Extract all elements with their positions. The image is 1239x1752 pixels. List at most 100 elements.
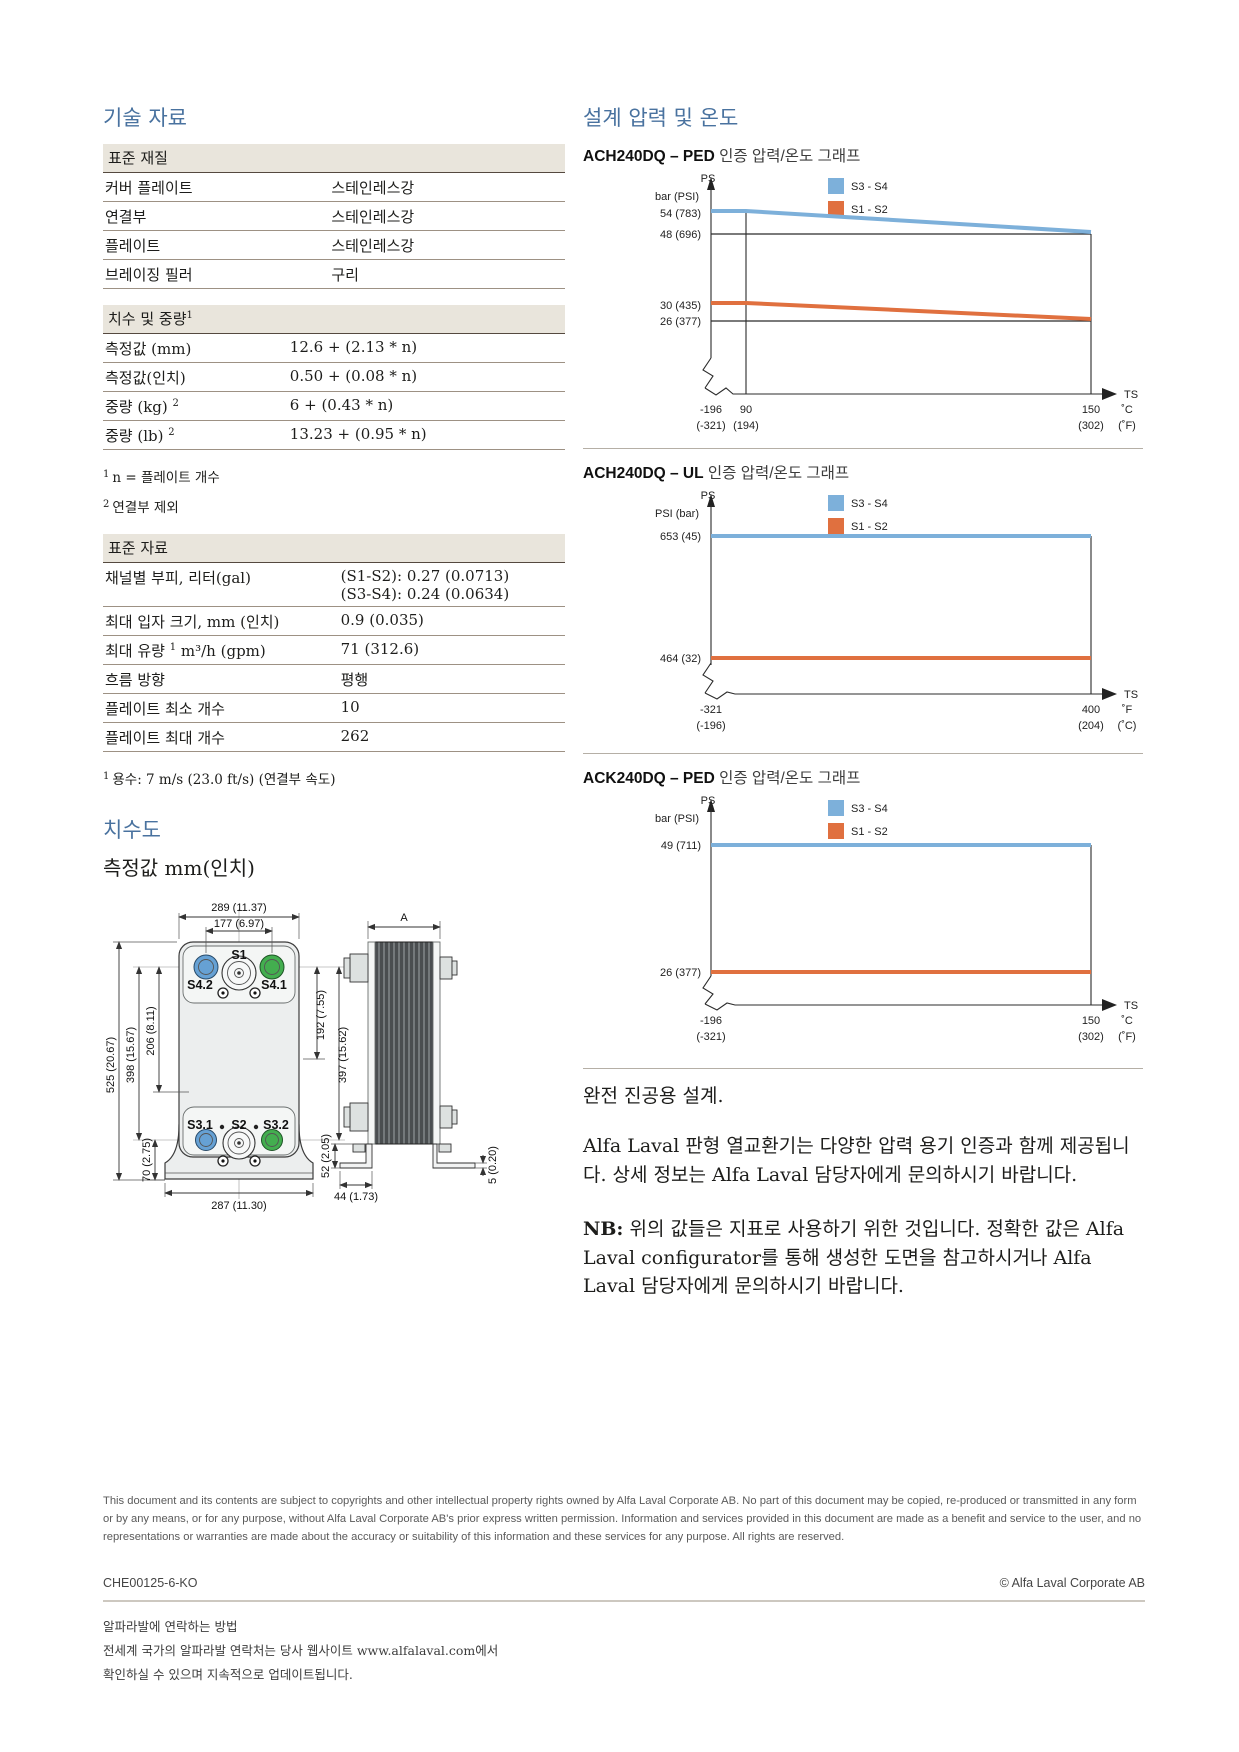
row-value: 0.9 (0.035) xyxy=(338,606,565,636)
x-tick-label: 150 xyxy=(1082,404,1100,416)
legend-label-s3-s4: S3 - S4 xyxy=(851,181,888,193)
table-row: 플레이트 최소 개수 10 xyxy=(103,693,565,723)
pressure-temperature-plot: PS bar (PSI) S3 - S4 S1 - S2 49 (711) 26… xyxy=(655,795,1138,1043)
row-label: 플레이트 최대 개수 xyxy=(103,722,339,752)
row-label: 플레이트 xyxy=(103,230,330,260)
row-label: 브레이징 필러 xyxy=(103,259,330,289)
y-tick-label: 54 (783) xyxy=(660,208,701,220)
dimension-drawing: S1 S4.2 S4.1 S3.1 S2 S3.2 289 (11.37) 17… xyxy=(105,902,499,1212)
y-axis-title: PS xyxy=(701,173,716,185)
x-tick-label: 150 xyxy=(1082,1015,1100,1027)
x-axis-arrow xyxy=(1102,388,1117,400)
label-text: 최대 유량 xyxy=(105,642,165,660)
chart-title-rest: 인증 압력/온도 그래프 xyxy=(703,465,850,482)
x-tick-label: (194) xyxy=(733,420,759,432)
header-text: 치수 및 중량 xyxy=(108,310,187,328)
x-axis-unit-secondary: (˚F) xyxy=(1118,1031,1136,1043)
footnote-marker: 1 xyxy=(103,468,110,480)
chart-model: ACH240DQ – UL xyxy=(583,465,704,482)
table-row: 최대 유량 1 m³/h (gpm) 71 (312.6) xyxy=(103,635,565,665)
y-axis-arrow xyxy=(707,799,715,812)
axis-break xyxy=(702,975,714,1005)
row-value: 평행 xyxy=(338,664,565,694)
front-dimensions: 289 (11.37) 177 (6.97) 525 (20.67) 398 (… xyxy=(105,902,349,1212)
pressure-temperature-plot: PS bar (PSI) S3 - S4 S1 - S2 54 (783) 48… xyxy=(655,173,1138,432)
row-label: 중량 (lb) 2 xyxy=(103,420,288,450)
y-tick-label: 48 (696) xyxy=(660,229,701,241)
series-s3-s4-line xyxy=(711,209,1092,234)
connection-stub xyxy=(439,1105,453,1129)
table-row: 측정값 (mm) 12.6 + (2.13 * n) xyxy=(103,333,565,363)
document-code: CHE00125-6-KO xyxy=(103,1576,198,1591)
materials-table: 표준 재질 커버 플레이트 스테인레스강 연결부 스테인레스강 플레이트 스테인… xyxy=(103,144,565,289)
copyright-notice: © Alfa Laval Corporate AB xyxy=(999,1576,1145,1591)
connection-stub xyxy=(349,1102,369,1132)
row-value: (S1-S2): 0.27 (0.0713) (S3-S4): 0.24 (0.… xyxy=(338,562,565,607)
nb-text: 위의 값들은 지표로 사용하기 위한 것입니다. 정확한 값은 Alfa Lav… xyxy=(583,1218,1125,1297)
x-axis-unit-secondary: (˚F) xyxy=(1118,420,1136,432)
x-axis-arrow xyxy=(1102,688,1117,700)
row-value: 6 + (0.43 * n) xyxy=(287,391,565,421)
y-axis-arrow xyxy=(707,494,715,507)
port-s3-2 xyxy=(261,1129,283,1151)
chart-title: ACH240DQ – PED 인증 압력/온도 그래프 xyxy=(583,144,1143,166)
side-dimensions: A 52 (2.05) 44 (1.73) 5 (0.20) xyxy=(320,912,499,1203)
x-axis-title: TS xyxy=(1124,389,1138,401)
row-label: 측정값 (mm) xyxy=(103,333,288,363)
chart-title: ACK240DQ – PED 인증 압력/온도 그래프 xyxy=(583,766,1143,788)
contact-line: 확인하실 수 있으며 지속적으로 업데이트됩니다. xyxy=(103,1666,353,1682)
vacuum-design-note: 완전 진공용 설계. xyxy=(583,1085,724,1107)
x-tick-label: 90 xyxy=(740,404,752,416)
table-row: 채널별 부피, 리터(gal) (S1-S2): 0.27 (0.0713) (… xyxy=(103,562,565,607)
x-tick-label: (-321) xyxy=(696,1031,725,1043)
table-row: 플레이트 최대 개수 262 xyxy=(103,722,565,752)
side-view xyxy=(339,941,476,1169)
label-superscript: 1 xyxy=(169,642,177,653)
table-row: 중량 (kg) 2 6 + (0.43 * n) xyxy=(103,391,565,421)
legend-swatch-s3-s4 xyxy=(828,495,844,511)
table-row: 연결부 스테인레스강 xyxy=(103,201,565,231)
table-row: 측정값(인치) 0.50 + (0.08 * n) xyxy=(103,362,565,392)
y-axis-arrow xyxy=(707,177,715,190)
x-tick-label: 400 xyxy=(1082,704,1100,716)
x-axis xyxy=(704,387,1103,396)
dim-label-289: 289 (11.37) xyxy=(211,902,266,914)
row-value: 스테인레스강 xyxy=(329,201,565,231)
dim-label-287: 287 (11.30) xyxy=(211,1200,266,1212)
document-code-row: CHE00125-6-KO © Alfa Laval Corporate AB xyxy=(103,1576,1145,1590)
x-axis-unit-secondary: (˚C) xyxy=(1118,720,1137,732)
legend-swatch-s1-s2 xyxy=(828,201,844,217)
legend-label-s3-s4: S3 - S4 xyxy=(851,498,888,510)
certifications-paragraph: Alfa Laval 판형 열교환기는 다양한 압력 용기 인증과 함께 제공됩… xyxy=(583,1135,1130,1186)
materials-table-header: 표준 재질 xyxy=(103,144,565,173)
contact-title: 알파라발에 연락하는 방법 xyxy=(103,1619,238,1635)
x-axis-unit-primary: ˚C xyxy=(1121,404,1133,416)
row-value: 13.23 + (0.95 * n) xyxy=(287,420,565,450)
dim-label-177: 177 (6.97) xyxy=(214,918,264,930)
row-value: 10 xyxy=(338,693,565,723)
footnote-text: n = 플레이트 개수 xyxy=(112,470,220,486)
dim-label-52: 52 (2.05) xyxy=(320,1134,332,1178)
dim-label-44: 44 (1.73) xyxy=(334,1191,378,1203)
legend-label-s1-s2: S1 - S2 xyxy=(851,204,888,216)
x-axis-title: TS xyxy=(1124,1000,1138,1012)
row-value: 스테인레스강 xyxy=(329,172,565,202)
chart-title-rest: 인증 압력/온도 그래프 xyxy=(714,148,861,165)
dim-label-5: 5 (0.20) xyxy=(487,1146,499,1184)
port-label-s4-2: S4.2 xyxy=(187,978,213,992)
chart-model: ACK240DQ – PED xyxy=(583,770,715,787)
value-line: (S1-S2): 0.27 (0.0713) xyxy=(340,567,510,585)
connection-stub xyxy=(349,953,369,983)
dim-label-192: 192 (7.55) xyxy=(315,990,327,1040)
y-axis-title: PS xyxy=(701,490,716,502)
y-axis-unit: bar (PSI) xyxy=(655,191,699,203)
row-value: 262 xyxy=(338,722,565,752)
x-tick-label: (-196) xyxy=(696,720,725,732)
x-axis-title: TS xyxy=(1124,689,1138,701)
dimension-units-subtitle: 측정값 mm(인치) xyxy=(103,856,255,880)
dim-label-depth-a: A xyxy=(400,912,408,924)
y-axis-unit: PSI (bar) xyxy=(655,508,699,520)
y-axis-title: PS xyxy=(701,795,716,807)
